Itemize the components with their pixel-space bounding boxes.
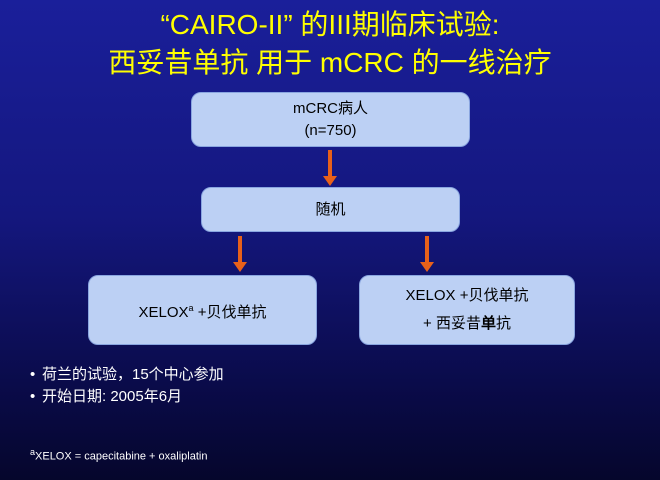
patients-box: mCRC病人 (n=750) (191, 92, 470, 147)
randomize-box: 随机 (201, 187, 460, 232)
patients-label: mCRC病人 (293, 99, 368, 117)
randomize-label: 随机 (315, 200, 346, 218)
slide-title: “CAIRO-II” 的III期临床试验: 西妥昔单抗 用于 mCRC 的一线治… (0, 6, 660, 82)
title-line-1: “CAIRO-II” 的III期临床试验: (160, 9, 500, 40)
footnote-mark: a (30, 447, 36, 457)
footnote: aXELOX = capecitabine + oxaliplatin (30, 447, 207, 463)
footnote-text: XELOX = capecitabine + oxaliplatin (35, 450, 208, 463)
title-line-2: 西妥昔单抗 用于 mCRC 的一线治疗 (108, 47, 552, 78)
arm-a-drug: XELOX (138, 303, 189, 321)
arm-a-label: XELOXa +贝伐单抗 (139, 297, 267, 324)
arrow-down-right (420, 236, 434, 272)
bullet-list: • 荷兰的试验，15个中心参加 • 开始日期: 2005年6月 (30, 364, 224, 408)
arrow-down-1 (323, 150, 337, 186)
bullet-dot: • (30, 388, 36, 405)
bullet-item: • 开始日期: 2005年6月 (30, 386, 224, 408)
arm-a-footnote-mark: a (188, 302, 194, 313)
arm-a-box: XELOXa +贝伐单抗 (88, 275, 317, 345)
patients-count: (n=750) (304, 121, 357, 139)
arrow-down-left (233, 236, 247, 272)
arm-b-line-2: + 西妥昔单抗 (423, 315, 511, 332)
arm-b-line-1: XELOX +贝伐单抗 (405, 287, 529, 304)
bullet-item: • 荷兰的试验，15个中心参加 (30, 364, 224, 386)
bullet-dot: • (30, 366, 36, 383)
arm-b-box: XELOX +贝伐单抗 + 西妥昔单抗 (359, 275, 575, 345)
arm-a-rest: +贝伐单抗 (193, 303, 267, 321)
